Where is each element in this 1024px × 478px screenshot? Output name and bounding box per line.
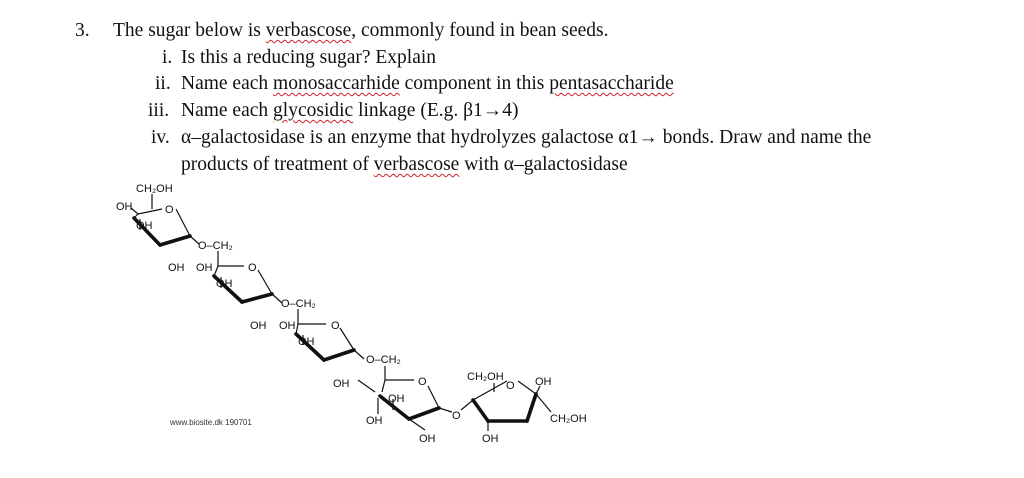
ring-4-oh-left-bond (357, 379, 376, 393)
ring-2-front-bond (240, 292, 274, 304)
item-text: component in this (399, 73, 550, 94)
ring-5-oh-right: OH (535, 376, 552, 388)
ring-1-oh-bond (130, 207, 139, 215)
item-text-iv-continued: products of treatment of verbascose with… (181, 153, 628, 177)
ring-2-link-bond (271, 293, 283, 304)
item-text: α–galactosidase is an enzyme that hydrol… (181, 127, 872, 148)
numeral-text: iv. (151, 127, 170, 148)
item-text-i: Is this a reducing sugar? Explain (181, 46, 436, 70)
ring-3-front-bond (322, 348, 356, 362)
item-numeral-i: i. (162, 46, 172, 70)
item-text-ii: Name each monosaccarhide component in th… (181, 72, 674, 96)
ring-5-ch2oh-right: CH₂OH (550, 413, 587, 425)
ring-5-oh-right-bond (535, 385, 541, 395)
ring-4: O–CH₂ OH O OH OH OH O (333, 354, 461, 445)
intro-term-verbascose: verbascose (265, 20, 352, 41)
ring-3-bond (339, 327, 355, 351)
question-number: 3. (75, 20, 90, 41)
ring-4-front-bond (407, 406, 441, 421)
ring-3-ring-o: O (331, 320, 340, 332)
ring-4-bridge-o: O (452, 410, 461, 422)
item-text-iv: α–galactosidase is an enzyme that hydrol… (181, 126, 871, 150)
ring-5-oh-bottom: OH (482, 433, 499, 445)
ring-5-ch2oh-top: CH₂OH (467, 371, 504, 383)
term-pentasaccharide: pentasaccharide (549, 73, 674, 94)
image-credit: www.biosite.dk 190701 (169, 418, 252, 427)
item-numeral-iv: iv. (151, 126, 170, 150)
intro-text: The sugar below is (113, 20, 266, 41)
ring-4-oh-inner: OH (388, 393, 405, 405)
ring-4-bond (427, 385, 440, 409)
ring-2-oh-a: OH (168, 262, 185, 274)
ring-5-ch2oh-right-bond (535, 393, 552, 413)
ring-3-oh-inner: OH (298, 336, 315, 348)
ring-5: CH₂OH O OH CH₂OH OH (460, 371, 587, 445)
question-line: 3. (75, 19, 90, 43)
ring-2-ring-o: O (248, 262, 257, 274)
ring-4-oh-a: OH (333, 378, 350, 390)
question-intro: The sugar below is verbascose, commonly … (113, 19, 609, 43)
item-text: Name each (181, 73, 274, 94)
ring-3: O–CH₂ OH OH O OH (250, 298, 365, 362)
ring-3-link-bond (353, 349, 365, 360)
term-glycosidic: glycosidic (273, 100, 354, 121)
ring-2-oh-inner: OH (216, 278, 233, 290)
ring-2-oh-b: OH (196, 262, 213, 274)
term-verbascose: verbascose (373, 154, 460, 175)
ring-1-front-bond (132, 216, 162, 247)
ring-1-bond-top (137, 208, 163, 215)
ring-1-link-bond (189, 235, 200, 245)
item-text: products of treatment of (181, 154, 374, 175)
ring-4-bond (381, 379, 386, 393)
ring-5-bond (517, 380, 537, 395)
numeral-text: i. (162, 47, 173, 68)
numeral-text: iii. (148, 100, 170, 121)
ring-2-front-bond (212, 274, 244, 304)
ring-4-oh-bottom-bond (408, 418, 426, 431)
ring-3-o-ch2: O–CH₂ (281, 298, 316, 310)
ring-1-oh-left: OH (116, 201, 133, 213)
ring-4-o-ch2: O–CH₂ (366, 354, 401, 366)
ring-5-front-bond (525, 392, 538, 423)
ring-4-front-bond (378, 394, 411, 421)
ring-1-front-bond (158, 234, 192, 247)
item-text-iii: Name each glycosidic linkage (E.g. β1→4) (181, 99, 519, 123)
ring-2-bond (257, 269, 273, 295)
item-numeral-iii: iii. (148, 99, 169, 123)
ring-4-bridge-bond (438, 407, 453, 413)
intro-text-end: , commonly found in bean seeds. (351, 20, 609, 41)
ring-2-o-ch2: O–CH₂ (198, 240, 233, 252)
ring-2: O–CH₂ OH OH O OH (168, 240, 283, 304)
ring-1-ch2oh: CH₂OH (136, 183, 173, 195)
ring-3-oh-a: OH (250, 320, 267, 332)
ring-4-oh-bottom: OH (419, 433, 436, 445)
item-text: with α–galactosidase (459, 154, 628, 175)
item-text: Is this a reducing sugar? Explain (181, 47, 437, 68)
ring-1: CH₂OH OH O OH (116, 183, 200, 247)
ring-3-oh-b: OH (279, 320, 296, 332)
ring-4-oh-bottom-left: OH (366, 415, 383, 427)
item-numeral-ii: ii. (155, 72, 171, 96)
numeral-text: ii. (155, 73, 171, 94)
ring-1-ring-o: O (165, 204, 174, 216)
ring-4-ring-o: O (418, 376, 427, 388)
ring-5-ring-o: O (506, 380, 515, 392)
ring-3-front-bond (294, 332, 326, 362)
term-monosaccarhide: monosaccarhide (273, 73, 400, 94)
ring-5-bond (472, 380, 508, 401)
item-text: Name each (181, 100, 274, 121)
ring-5-front-bond (471, 398, 490, 423)
item-text: linkage (E.g. β1→4) (353, 100, 519, 121)
ring-1-oh-inner: OH (136, 220, 153, 232)
ring-5-bridge-bond (460, 399, 474, 411)
